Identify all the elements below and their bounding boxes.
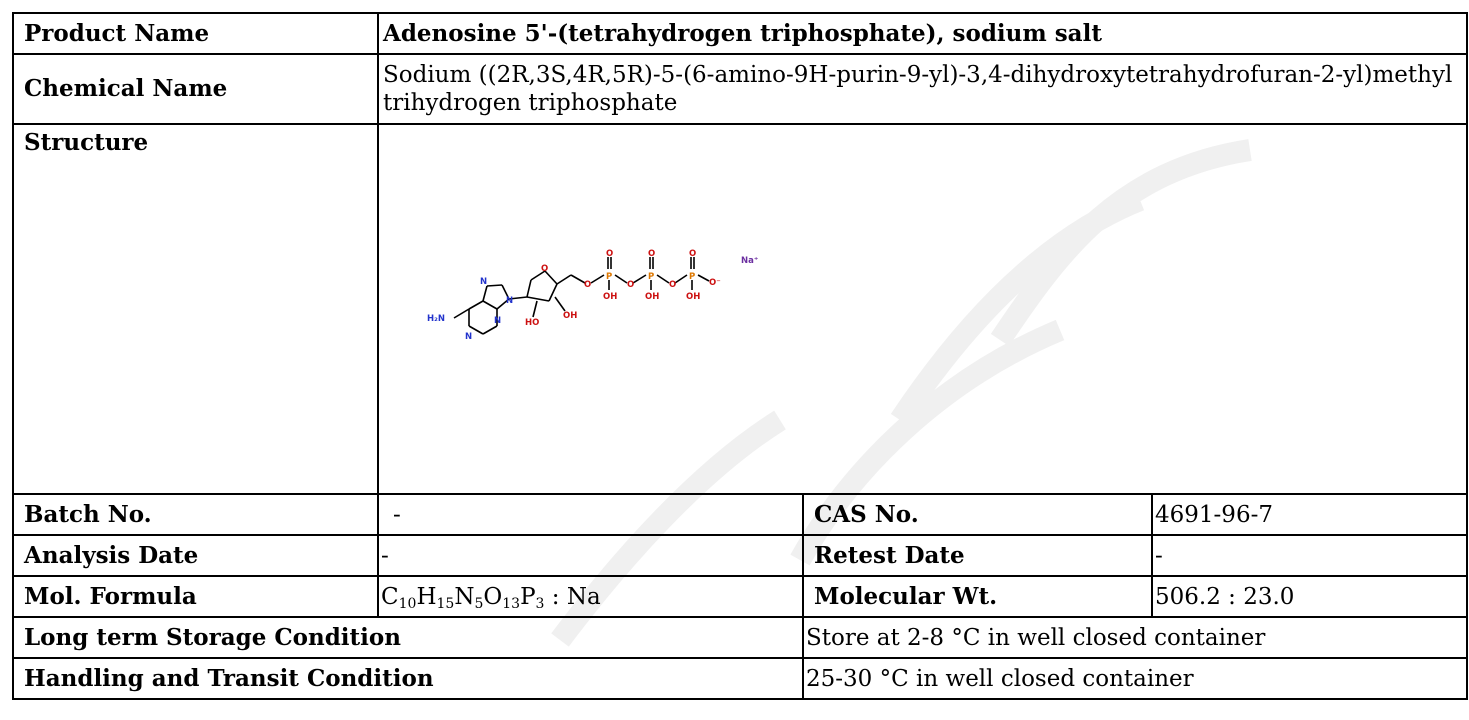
row-batch: Batch No. - CAS No. 4691-96-7 <box>12 493 1469 536</box>
p1-oxo-label: O <box>606 249 613 259</box>
formula-el-p: P <box>520 583 536 610</box>
handling-condition-value: 25-30 °C in well closed container <box>801 657 1469 700</box>
storage-condition-value: Store at 2-8 °C in well closed container <box>801 616 1469 659</box>
atom-n1-label: N <box>465 332 472 342</box>
formula-el-c: C <box>381 583 399 610</box>
molecular-wt-value: 506.2 : 23.0 <box>1150 575 1469 618</box>
row-product-name: Product Name Adenosine 5'-(tetrahydrogen… <box>12 12 1469 55</box>
product-info-sheet: Product Name Adenosine 5'-(tetrahydrogen… <box>12 12 1469 720</box>
cas-no-label: CAS No. <box>802 493 1153 536</box>
row-structure: Structure <box>12 123 1469 495</box>
chemical-structure-image: H₂N N N N N O HO OH O O P OH O O P OH O <box>427 249 758 342</box>
atom-n7-label: N <box>480 277 487 287</box>
cas-no-value: 4691-96-7 <box>1150 493 1469 536</box>
product-name-label: Product Name <box>12 12 379 55</box>
formula-n-o: 13 <box>502 595 521 612</box>
row-storage: Long term Storage Condition Store at 2-8… <box>12 616 1469 659</box>
p3-hydroxyl-label: OH <box>686 292 700 302</box>
sodium-ion-label: Na⁺ <box>741 256 758 266</box>
hydroxyl-3-label: OH <box>563 311 577 321</box>
retest-date-label: Retest Date <box>802 534 1153 577</box>
p1-hydroxyl-label: OH <box>603 292 617 302</box>
phosphorus-3-label: P <box>689 272 695 282</box>
batch-no-value: - <box>377 493 804 536</box>
p2-hydroxyl-label: OH <box>645 292 659 302</box>
bridge-oxygen-1-label: O <box>584 280 591 290</box>
chemical-name-label: Chemical Name <box>12 53 379 125</box>
formula-el-h: H <box>416 583 437 610</box>
formula-n-p: 3 <box>535 595 545 612</box>
formula-n-h: 15 <box>436 595 455 612</box>
bridge-oxygen-3-label: O <box>669 280 676 290</box>
phosphorus-1-label: P <box>606 272 612 282</box>
amino-group-label: H₂N <box>427 314 445 324</box>
formula-suffix: : Na <box>544 583 601 610</box>
phosphorus-2-label: P <box>648 272 654 282</box>
structure-image-cell: H₂N N N N N O HO OH O O P OH O O P OH O <box>376 123 1469 495</box>
handling-condition-label: Handling and Transit Condition <box>12 657 804 700</box>
storage-condition-label: Long term Storage Condition <box>12 616 804 659</box>
product-name-value: Adenosine 5'-(tetrahydrogen triphosphate… <box>376 12 1469 55</box>
row-analysis: Analysis Date - Retest Date - <box>12 534 1469 577</box>
batch-no-label: Batch No. <box>12 493 379 536</box>
formula-n-n: 5 <box>474 595 484 612</box>
terminal-oxygen-label: O⁻ <box>709 278 721 288</box>
formula-n-c: 10 <box>398 595 417 612</box>
retest-date-value: - <box>1150 534 1469 577</box>
atom-n3-label: N <box>494 316 501 326</box>
structure-label: Structure <box>12 123 379 495</box>
ribose-oxygen-label: O <box>541 264 548 274</box>
analysis-date-value: - <box>377 534 804 577</box>
row-handling: Handling and Transit Condition 25-30 °C … <box>12 657 1469 700</box>
p3-oxo-label: O <box>689 249 696 259</box>
formula-el-o: O <box>483 583 503 610</box>
atom-n9-label: N <box>506 296 513 306</box>
mol-formula-label: Mol. Formula <box>12 575 379 618</box>
mol-formula-value: C10H15N5O13P3 : Na <box>377 575 804 618</box>
analysis-date-label: Analysis Date <box>12 534 379 577</box>
hydroxyl-2-label: HO <box>525 318 539 328</box>
formula-el-n: N <box>454 583 475 610</box>
row-chemical-name: Chemical Name Sodium ((2R,3S,4R,5R)-5-(6… <box>12 53 1469 125</box>
p2-oxo-label: O <box>648 249 655 259</box>
bridge-oxygen-2-label: O <box>627 280 634 290</box>
row-formula: Mol. Formula C10H15N5O13P3 : Na Molecula… <box>12 575 1469 618</box>
product-info-table: Product Name Adenosine 5'-(tetrahydrogen… <box>12 12 1469 700</box>
chemical-name-value: Sodium ((2R,3S,4R,5R)-5-(6-amino-9H-puri… <box>376 53 1469 125</box>
molecular-wt-label: Molecular Wt. <box>802 575 1153 618</box>
